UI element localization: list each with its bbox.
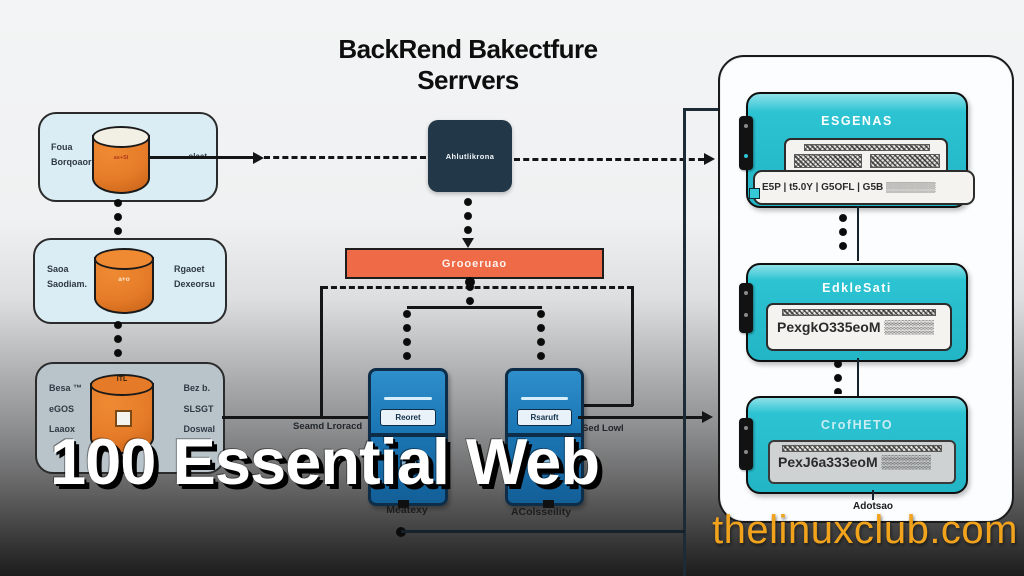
led-icon xyxy=(744,313,748,317)
rack-unit-3-module: PexJ6a333eoM ▒▒▒▒▒ xyxy=(768,440,956,484)
connector-dots-to-right-server xyxy=(536,308,546,366)
app-server-right-label: Rsaruft xyxy=(517,409,572,426)
rack-unit-1-detail: E5P | t5.0Y | G5OFL | G5B ▒▒▒▒▒▒▒ xyxy=(762,182,936,193)
app-server-right-caption: AColsseility xyxy=(510,506,572,518)
rack-unit-1: ESGENAS E5P | t5.0Y | G5OFL | G5B ▒▒▒▒▒▒… xyxy=(739,92,975,208)
server-stripe xyxy=(521,397,568,400)
led-icon xyxy=(744,426,748,430)
edge-client-gateway-dashed xyxy=(264,156,426,159)
connector-dots-box1-box2 xyxy=(113,197,123,239)
headline-text: 100 Essential Web xyxy=(50,425,600,498)
hatch-strip xyxy=(804,144,930,151)
rack-link-line xyxy=(857,206,859,261)
rack-link-dots xyxy=(838,212,848,256)
arrowhead-right-icon xyxy=(253,152,264,164)
bottom-return-line xyxy=(401,530,685,533)
client-box-3-right-label: Bez b. SLSGT Doswal xyxy=(183,383,215,435)
cylinder-text: ITL xyxy=(116,376,128,383)
client-box-2-right-label: Rgaoet Dexeorsu xyxy=(173,264,215,290)
edge-box3-leftserver xyxy=(222,416,368,419)
server-divider xyxy=(371,433,445,437)
rack-link-dots xyxy=(833,358,843,394)
server-chip-icon xyxy=(400,457,418,475)
server-divider xyxy=(508,433,581,437)
edge-rightserver-rack xyxy=(578,416,704,419)
hatch-field xyxy=(870,154,940,168)
database-cylinder-2: a+o xyxy=(94,248,154,314)
rack-unit-2-detail: PexgkO335eoM ▒▒▒▒▒ xyxy=(777,319,934,335)
cylinder-text: as+SI xyxy=(113,154,129,161)
server-stripe xyxy=(384,397,432,400)
arrowhead-right-icon xyxy=(702,411,713,423)
gateway-label: Ahlutlikrona xyxy=(445,151,495,161)
rack-caption-stub xyxy=(872,490,874,500)
trunk-vertical-line xyxy=(683,108,686,576)
server-foot xyxy=(543,500,554,508)
rack-unit-2-module: PexgkO335eoM ▒▒▒▒▒ xyxy=(766,303,952,351)
app-server-left: Reoret xyxy=(368,368,448,506)
server-foot xyxy=(398,500,409,508)
trunk-top-elbow xyxy=(683,108,721,111)
rack-unit-3: CrofHETO PexJ6a333eoM ▒▒▒▒▒ xyxy=(739,396,968,494)
cylinder-top xyxy=(94,248,154,270)
bus-bar: Grooeruao xyxy=(345,248,604,279)
status-chip-icon xyxy=(749,188,760,199)
rack-unit-1-title: ESGENAS xyxy=(821,114,893,128)
edge-split-horizontal xyxy=(407,306,542,309)
hatch-field xyxy=(794,154,862,168)
diagram-title: BackRend Bakectfure Serrvers xyxy=(338,34,598,95)
rack-unit-3-title: CrofHETO xyxy=(820,418,894,432)
edge-bus-outer-dashed xyxy=(322,286,633,289)
gateway-box: Ahlutlikrona xyxy=(428,120,512,192)
edge-left-label: Seamd Lroracd xyxy=(293,421,363,432)
rack-unit-3-caption: Adotsao xyxy=(853,501,893,512)
edge-outer-left-vertical xyxy=(320,286,323,418)
rack-unit-3-detail: PexJ6a333eoM ▒▒▒▒▒ xyxy=(778,454,932,470)
edge-outer-right-elbow xyxy=(578,404,633,407)
app-server-left-label: Reoret xyxy=(380,409,436,426)
led-icon xyxy=(744,291,748,295)
led-icon xyxy=(744,124,748,128)
arrowhead-right-icon xyxy=(704,153,715,165)
database-cylinder-1: as+SI xyxy=(92,126,150,194)
app-server-left-caption: Meatexy xyxy=(386,504,428,516)
rack-bezel-bar xyxy=(739,116,753,170)
client-box-3-left-label: Besa ™ eGOS Laaox xyxy=(49,383,83,435)
rack-unit-2: EdkleSati PexgkO335eoM ▒▒▒▒▒ xyxy=(739,263,968,362)
edge-outer-right-vertical xyxy=(631,286,634,406)
rack-bezel-bar xyxy=(739,418,753,470)
rack-unit-2-title: EdkleSati xyxy=(822,281,892,295)
database-cylinder-3: ITL xyxy=(90,374,154,454)
connector-dots-to-left-server xyxy=(402,308,412,366)
website-url: thelinuxclub.com xyxy=(712,508,1018,552)
bus-bar-label: Grooeruao xyxy=(441,257,508,270)
client-box-1-left-label: Foua Borqoaork xyxy=(51,142,97,168)
cylinder-top xyxy=(90,374,154,396)
client-box-2: Saoa Saodiam. Rgaoet Dexeorsu a+o xyxy=(33,238,227,324)
led-icon xyxy=(744,154,748,158)
rack-bezel-bar xyxy=(739,283,753,333)
client-box-3: Besa ™ eGOS Laaox Bez b. SLSGT Doswal IT… xyxy=(35,362,225,474)
hatch-strip xyxy=(782,309,936,316)
server-chip-icon xyxy=(537,457,555,475)
hatch-strip xyxy=(782,445,942,452)
edge-client-gateway-solid xyxy=(150,156,256,159)
cylinder-text: a+o xyxy=(118,275,130,283)
edge-right-label: Sed Lowl xyxy=(582,423,624,434)
edge-gateway-rack-dashed xyxy=(514,158,704,161)
rack-unit-1-detail-row: E5P | t5.0Y | G5OFL | G5B ▒▒▒▒▒▒▒ xyxy=(753,170,975,205)
connector-dots-gateway-bus xyxy=(463,196,473,240)
client-box-2-left-label: Saoa Saodiam. xyxy=(47,264,88,290)
led-icon xyxy=(744,450,748,454)
arrowhead-down-icon xyxy=(462,238,474,248)
connector-dots-bus-split xyxy=(465,281,475,309)
rack-link-line xyxy=(857,358,859,396)
connector-dots-box2-box3 xyxy=(113,319,123,363)
cylinder-top xyxy=(92,126,150,148)
cylinder-chip-icon xyxy=(115,410,132,427)
rack-unit-1-module xyxy=(784,138,948,176)
